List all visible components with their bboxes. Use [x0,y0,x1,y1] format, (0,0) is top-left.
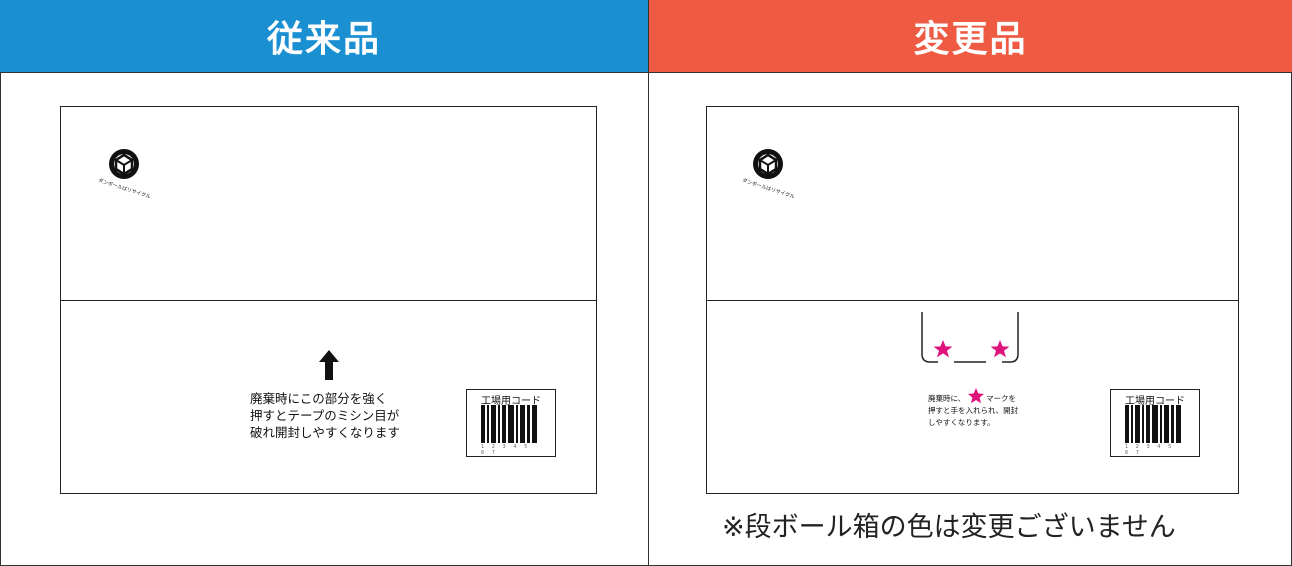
new-instruction-line: 押すと手を入れられ、開封 [928,406,1019,415]
new-instruction-line: 廃棄時に、 マークを [928,388,1018,405]
new-instruction-prefix: 廃棄時に、 [928,394,966,403]
star-icon [990,340,1010,358]
old-instruction-line: 廃棄時にこの部分を強く [250,391,388,406]
header-divider [0,72,1292,73]
recycle-caption: ダンボールはリサイクル [97,177,151,198]
star-icon [933,340,953,358]
recycle-mark-icon: ダンボールはリサイクル [97,149,152,198]
arrow-up-icon [319,350,339,380]
star-icon [967,388,984,404]
barcode-title: 工場用コード [481,396,541,407]
new-instruction-text: 廃棄時に、 マークを 押すと手を入れられ、開封 しやすくなります。 [928,388,1018,429]
header-new-title: 変更品 [913,19,1028,60]
color-note: ※段ボール箱の色は変更ございません [722,512,1176,543]
recycle-caption: ダンボールはリサイクル [741,177,795,198]
new-barcode-label: 工場用コード 1 2 3 4 5 6 7 [1110,389,1200,457]
old-barcode-label: 工場用コード 1 2 3 4 5 6 7 [466,389,556,457]
recycle-mark-icon: ダンボールはリサイクル [741,149,796,198]
barcode-digits: 1 2 3 4 5 6 7 [481,444,531,456]
new-instruction-suffix: マークを [986,394,1017,403]
perforation-opening-diagram [921,312,1019,363]
new-instruction-line: しやすくなります。 [928,418,995,427]
box-fold-line [707,300,1238,301]
old-instruction-line: 破れ開封しやすくなります [250,425,400,440]
header-new-product: 変更品 [649,0,1292,72]
barcode-title: 工場用コード [1125,396,1185,407]
old-instruction-line: 押すとテープのミシン目が [250,408,400,423]
header-old-product: 従来品 [0,0,648,72]
barcode-icon [1125,405,1181,443]
barcode-digits: 1 2 3 4 5 6 7 [1125,444,1175,456]
box-fold-line [61,300,596,301]
old-instruction-text: 廃棄時にこの部分を強く 押すとテープのミシン目が 破れ開封しやすくなります [250,390,400,441]
header-old-title: 従来品 [266,19,381,60]
barcode-icon [481,405,537,443]
column-divider [648,0,649,566]
